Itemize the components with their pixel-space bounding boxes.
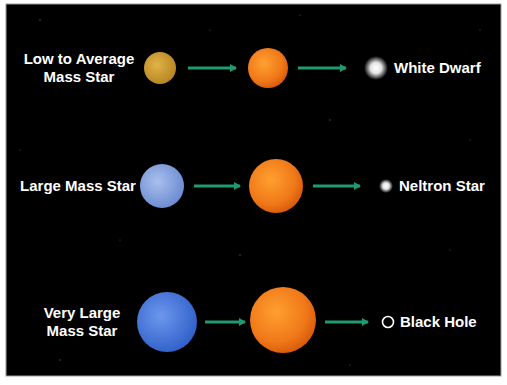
red-giant [248, 48, 288, 88]
white-dwarf-glow [364, 56, 388, 80]
large-star [140, 164, 184, 208]
star-label: Large Mass Star [16, 177, 140, 195]
label-text: White Dwarf [394, 59, 498, 77]
label-text: Large Mass Star [16, 177, 140, 195]
label-text: Very Large Mass Star [34, 304, 130, 340]
star-label: Very Large Mass Star [34, 304, 130, 340]
arrow [298, 67, 346, 70]
arrow [325, 321, 368, 324]
space-panel [6, 4, 501, 376]
remnant-label: White Dwarf [394, 59, 498, 77]
label-text: Low to Average Mass Star [18, 50, 140, 86]
hypergiant [250, 287, 316, 353]
arrow [188, 67, 236, 70]
arrow [205, 321, 245, 324]
supergiant [249, 159, 303, 213]
remnant-label: Black Hole [400, 313, 498, 331]
arrow [194, 185, 240, 188]
label-text: Black Hole [400, 313, 498, 331]
neutron-star-dot [379, 179, 393, 193]
arrow [313, 185, 360, 188]
very-large-star [137, 292, 197, 352]
remnant-label: Neltron Star [399, 177, 499, 195]
average-star [144, 52, 176, 84]
star-label: Low to Average Mass Star [18, 50, 140, 86]
label-text: Neltron Star [399, 177, 499, 195]
black-hole-ring [383, 317, 394, 328]
